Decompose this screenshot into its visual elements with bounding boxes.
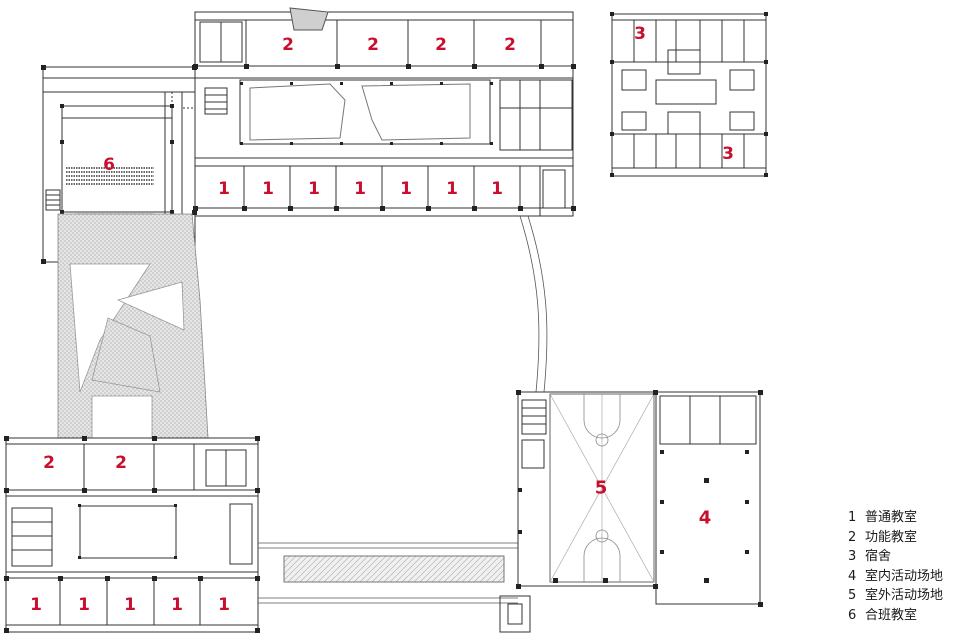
upper-main-block [194, 7, 574, 217]
room-label: 1 [354, 179, 366, 199]
room-label: 1 [78, 595, 90, 615]
legend-text: 功能教室 [865, 529, 918, 545]
hatched-walkway [57, 213, 209, 439]
legend-text: 普通教室 [865, 510, 918, 525]
bottom-corridor [258, 542, 518, 604]
room-label: 1 [171, 595, 183, 615]
room-label: 1 [218, 179, 230, 199]
legend-item: 1 普通教室 [848, 508, 960, 528]
room-label: 6 [103, 155, 115, 175]
legend-key: 6 [848, 607, 857, 623]
legend-item: 6 合班教室 [848, 606, 960, 626]
sports-columns [516, 390, 763, 607]
room-label: 1 [491, 179, 503, 199]
lecture-hall-seating [66, 167, 154, 185]
room-labels: 2 2 2 2 1 1 1 1 1 1 1 6 3 3 2 2 5 4 1 1 … [30, 24, 734, 615]
room-label: 1 [218, 595, 230, 615]
room-label: 2 [115, 453, 127, 473]
legend-item: 3 宿舍 [848, 547, 960, 567]
legend-key: 1 [848, 510, 857, 525]
legend-text: 室内活动场地 [865, 568, 944, 584]
dormitory-columns [610, 12, 768, 177]
lower-left-block [5, 437, 259, 633]
room-label: 5 [595, 478, 608, 499]
room-label: 1 [124, 595, 136, 615]
legend-text: 室外活动场地 [865, 588, 944, 603]
lecture-hall-block [42, 66, 196, 263]
dormitory-block [611, 13, 767, 177]
legend-key: 2 [848, 529, 857, 545]
room-label: 2 [282, 35, 294, 55]
connector-curve [519, 215, 548, 393]
room-label: 1 [262, 179, 274, 199]
lower-left-columns [4, 436, 260, 633]
room-label: 1 [446, 179, 458, 199]
room-label: 1 [30, 595, 42, 615]
room-label: 2 [504, 35, 516, 55]
legend-key: 3 [848, 549, 857, 564]
room-label: 2 [367, 35, 379, 55]
room-label: 1 [308, 179, 320, 199]
legend-item: 4 室内活动场地 [848, 567, 960, 587]
legend-item: 5 室外活动场地 [848, 586, 960, 606]
room-label: 3 [722, 144, 734, 164]
room-label: 3 [634, 24, 646, 44]
room-label: 2 [435, 35, 447, 55]
lecture-hall-columns [41, 65, 197, 264]
room-label: 4 [699, 508, 712, 529]
legend-text: 合班教室 [865, 607, 918, 623]
legend-key: 4 [848, 568, 857, 584]
legend: 1 普通教室 2 功能教室 3 宿舍 4 室内活动场地 5 室外活动场地 6 合… [848, 508, 960, 625]
legend-text: 宿舍 [865, 549, 892, 564]
legend-key: 5 [848, 588, 857, 603]
sports-block [499, 391, 761, 633]
room-label: 1 [400, 179, 412, 199]
legend-item: 2 功能教室 [848, 528, 960, 548]
room-label: 2 [43, 453, 55, 473]
